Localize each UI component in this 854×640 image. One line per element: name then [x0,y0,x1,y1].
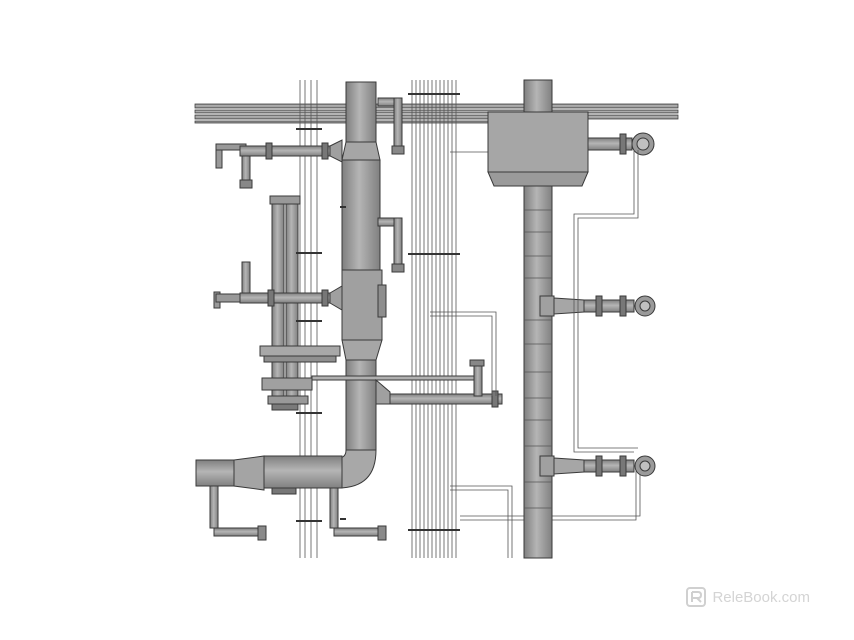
right-thin-routing [573,150,639,453]
top-pipe-rack [194,103,679,124]
right-branch-bottom [539,455,656,477]
duct-right-bend-pipes [377,97,405,273]
duct-lower-branch-pipe [375,359,503,408]
main-vertical-duct [337,81,387,489]
vertical-thin-pipes-center [411,80,457,558]
right-branch-middle [539,295,656,317]
relebook-logo-icon [686,587,707,607]
watermark: ReleBook.com [685,586,810,608]
bottom-horizontal-duct [195,455,343,495]
pipe-clamps [296,128,346,522]
right-column-joints [524,209,552,509]
column-support-frame [259,345,479,411]
thin-routing-lines [430,151,641,558]
watermark-text: ReleBook.com [712,588,810,606]
bottom-left-u-pipe [209,485,387,541]
mid-left-branch-pipe [213,261,343,311]
upper-left-branch-pipe [215,139,343,189]
right-equipment-box [487,79,589,187]
right-branch-top [587,132,655,156]
